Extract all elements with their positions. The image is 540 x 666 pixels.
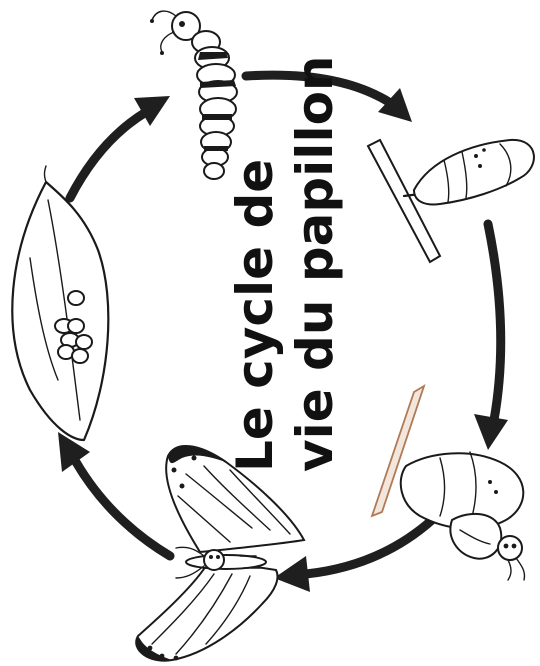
- chrysalis-icon: [368, 140, 534, 262]
- caterpillar-icon: [150, 11, 237, 179]
- arrow-butterfly-to-egg: [58, 432, 170, 556]
- egg-cluster: [55, 291, 92, 363]
- arrow-chrysalis-to-emerging: [474, 224, 508, 450]
- title-line-2: vie du papillon: [286, 55, 344, 472]
- title-line-1: Le cycle de: [226, 159, 284, 472]
- title-group: Le cycle de vie du papillon: [226, 55, 344, 472]
- leaf-with-eggs-icon: [12, 166, 108, 440]
- arrow-egg-to-caterpillar: [70, 96, 170, 198]
